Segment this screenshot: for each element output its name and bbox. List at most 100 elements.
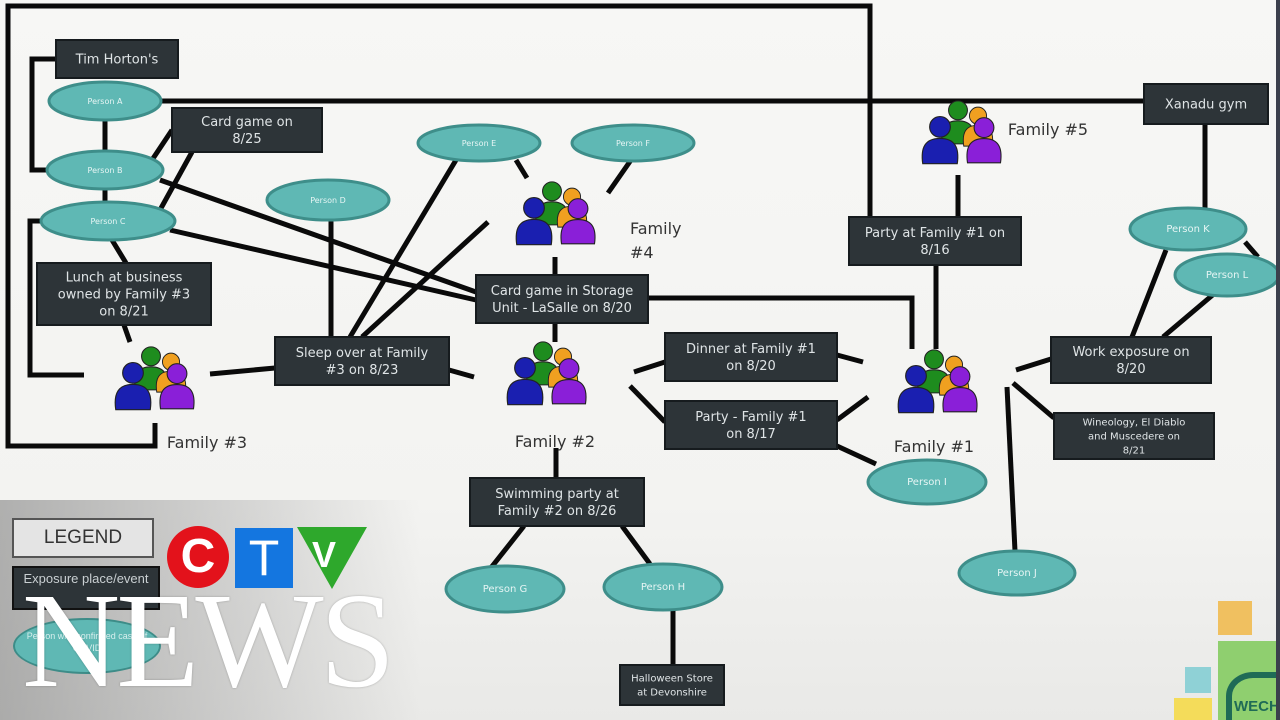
edge-line	[448, 367, 475, 380]
family-label: Family #1	[894, 437, 974, 456]
place-label: 8/16	[920, 243, 949, 258]
legend-exposure-place: Exposure place/event	[12, 566, 160, 610]
edge-line	[605, 158, 634, 195]
place-label: Unit - LaSalle on 8/20	[492, 301, 632, 316]
person-node-h[interactable]: Person H	[602, 562, 724, 612]
edge-line	[159, 177, 477, 295]
place-label: on 8/21	[99, 305, 149, 320]
place-node-work-exposure[interactable]: Work exposure on8/20	[1050, 336, 1212, 384]
person-oval	[416, 123, 542, 163]
place-box	[664, 332, 838, 382]
person-node-b[interactable]: Person B	[45, 149, 165, 191]
edge-line	[1161, 291, 1217, 339]
place-label: Lunch at business	[66, 271, 183, 286]
place-box	[1053, 412, 1215, 460]
wechu-square-yellow	[1174, 698, 1212, 720]
legend-title: LEGEND	[12, 518, 154, 558]
edge-line	[121, 324, 133, 343]
family-label: Family #2	[515, 432, 595, 451]
edge-line	[169, 227, 477, 303]
place-label: 8/21	[1123, 446, 1145, 457]
person-label: Person C	[90, 217, 125, 226]
place-label: on 8/20	[726, 359, 776, 374]
edge-line	[29, 56, 56, 173]
person-node-d[interactable]: Person D	[265, 178, 391, 222]
ctv-logo-c: C	[167, 526, 229, 588]
edge-line	[109, 238, 129, 265]
family-label: Family #3	[167, 433, 247, 452]
wechu-square-orange	[1218, 601, 1252, 635]
person-node-a[interactable]: Person A	[47, 80, 163, 122]
place-box	[36, 262, 212, 326]
wechu-text: WECHU	[1234, 698, 1280, 715]
edge-line	[347, 158, 459, 339]
edge-line	[27, 218, 84, 378]
edges-layer	[5, 3, 1260, 665]
place-box	[55, 39, 179, 79]
place-box	[664, 400, 838, 450]
place-node-dinner-family1[interactable]: Dinner at Family #1on 8/20	[664, 332, 838, 382]
person-oval	[866, 458, 988, 506]
place-box	[475, 274, 649, 324]
place-label: at Devonshire	[637, 688, 707, 699]
wechu-emblem	[1226, 672, 1280, 720]
person-label: Person I	[907, 477, 947, 488]
person-label: Person B	[88, 166, 123, 175]
edge-line	[209, 365, 276, 377]
place-node-xanadu-gym[interactable]: Xanadu gym	[1143, 83, 1269, 125]
family-icon	[515, 181, 596, 246]
place-label: Card game in Storage	[491, 284, 633, 299]
person-node-c[interactable]: Person C	[39, 200, 177, 242]
edge-line	[149, 128, 175, 162]
person-node-k[interactable]: Person K	[1128, 206, 1248, 252]
place-label: Xanadu gym	[1165, 98, 1247, 113]
edge-line	[5, 3, 873, 449]
place-label: Party at Family #1 on	[865, 226, 1005, 241]
edge-line	[157, 150, 195, 212]
place-box	[848, 216, 1022, 266]
edge-line	[1129, 249, 1169, 338]
edge-line	[1011, 381, 1056, 420]
person-oval	[602, 562, 724, 612]
edge-line	[1015, 356, 1052, 373]
family-icon	[114, 346, 195, 411]
person-node-g[interactable]: Person G	[444, 564, 566, 614]
person-label: Person J	[997, 568, 1037, 579]
place-node-party-family1-817[interactable]: Party - Family #1on 8/17	[664, 400, 838, 450]
news-wordmark: NEWS	[22, 566, 395, 716]
family-icon	[897, 349, 978, 414]
person-node-e[interactable]: Person E	[416, 123, 542, 163]
place-box	[469, 477, 645, 527]
person-node-l[interactable]: Person L	[1173, 252, 1280, 298]
place-node-tim-hortons[interactable]: Tim Horton's	[55, 39, 179, 79]
edge-line	[1243, 240, 1260, 259]
person-oval	[570, 123, 696, 163]
right-border-strip	[1276, 0, 1280, 720]
person-label: Person E	[462, 139, 496, 148]
legend-person: Person with confirmed case of COVID	[13, 618, 161, 674]
place-label: 8/25	[232, 132, 261, 147]
person-oval	[39, 200, 177, 242]
place-label: Tim Horton's	[75, 53, 159, 68]
person-node-j[interactable]: Person J	[957, 549, 1077, 597]
edge-line	[628, 384, 667, 424]
place-node-sleep-over[interactable]: Sleep over at Family#3 on 8/23	[274, 336, 450, 386]
place-label: Wineology, El Diablo	[1083, 418, 1186, 429]
place-box	[1050, 336, 1212, 384]
place-node-card-game-825[interactable]: Card game on8/25	[171, 107, 323, 153]
person-node-f[interactable]: Person F	[570, 123, 696, 163]
edge-line	[360, 220, 490, 339]
person-oval	[957, 549, 1077, 597]
place-box	[619, 664, 725, 706]
ctv-logo-v: V	[312, 534, 337, 575]
edge-line	[835, 394, 870, 423]
place-label: Swimming party at	[495, 487, 619, 502]
place-node-party-family1-816[interactable]: Party at Family #1 on 8/16	[848, 216, 1022, 266]
person-node-i[interactable]: Person I	[866, 458, 988, 506]
